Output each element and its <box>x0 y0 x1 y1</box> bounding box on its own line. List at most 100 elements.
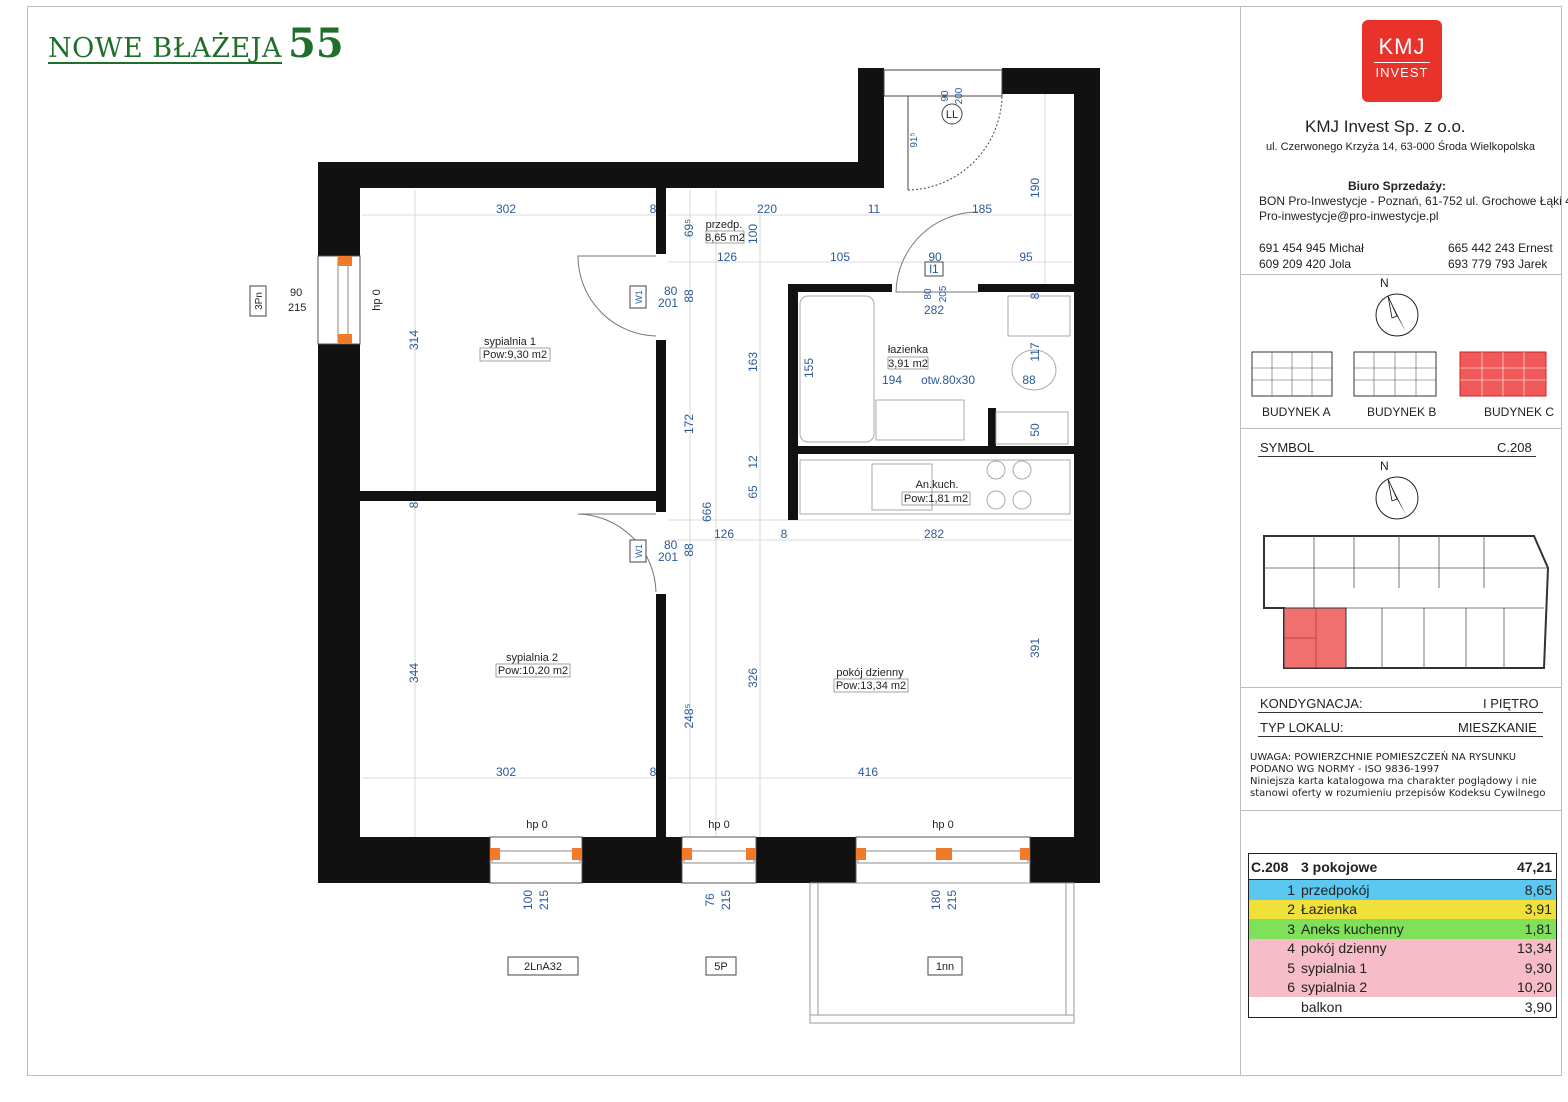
living-name: pokój dzienny <box>836 667 904 679</box>
building-c-label: BUDYNEK C <box>1484 405 1555 419</box>
building-b-label: BUDYNEK B <box>1367 405 1437 419</box>
dim-8-bath: 8 <box>1028 292 1042 299</box>
building-thumbnails <box>1251 351 1547 397</box>
row-no: 3 <box>1287 920 1295 937</box>
row-no: 6 <box>1287 979 1295 996</box>
brand-underline <box>48 62 282 64</box>
brand-number: 55 <box>288 20 344 67</box>
dim-314: 314 <box>407 330 421 350</box>
floor-underline <box>1258 712 1543 713</box>
key-plan <box>1263 535 1550 669</box>
row-area: 1,81 <box>1524 920 1552 937</box>
row-area: 3,91 <box>1524 901 1552 918</box>
window-left-height: 215 <box>288 302 306 314</box>
phone-ernest: 665 442 243 Ernest <box>1448 241 1553 255</box>
brand-name: NOWE BŁAŻEJA <box>48 33 282 64</box>
door2-width: 80 <box>664 538 678 552</box>
door-w1-b: W1 <box>634 544 644 558</box>
page-frame <box>27 6 1562 1076</box>
dim-163: 163 <box>746 352 760 372</box>
dim-126-b: 126 <box>714 527 734 541</box>
area-table-row: 2 Łazienka 3,91 <box>1249 899 1556 919</box>
row-name: Łazienka <box>1301 901 1358 918</box>
dim-185: 185 <box>972 202 992 216</box>
dim-l1: l1 <box>929 262 939 276</box>
entrance-door <box>883 69 1003 191</box>
sales-office: BON Pro-Inwestycje - Poznań, 61-752 ul. … <box>1259 194 1568 208</box>
dim-50: 50 <box>1028 423 1042 437</box>
door-height: 200 <box>954 87 965 104</box>
window2-hp: hp 0 <box>708 819 729 831</box>
window1-width: 100 <box>521 890 535 910</box>
window1-tag: 2LnA32 <box>524 961 562 973</box>
window-left-type: 3Pn <box>254 292 265 310</box>
notice-line-3: Niniejsza karta katalogowa ma charakter … <box>1250 776 1537 787</box>
bedroom2-area: Pow:10,20 m2 <box>498 665 568 677</box>
row-no: 5 <box>1287 959 1295 976</box>
phone-jarek: 693 779 793 Jarek <box>1448 257 1548 271</box>
row-area: 8,65 <box>1524 881 1552 898</box>
dim-80-bath: 80 <box>923 288 934 300</box>
unit-type-label: TYP LOKALU: <box>1260 720 1344 735</box>
bedroom1-name: sypialnia 1 <box>484 336 536 348</box>
outer-walls <box>318 68 1100 883</box>
window3-height: 215 <box>945 890 959 910</box>
header-total: 47,21 <box>1516 858 1552 875</box>
window2-height: 215 <box>719 890 733 910</box>
dim-190: 190 <box>1028 178 1042 198</box>
hall-name: przedp. <box>706 219 743 231</box>
dim-416: 416 <box>858 765 878 779</box>
floor-plan: sypialnia 1 Pow:9,30 m2 sypialnia 2 Pow:… <box>249 68 1100 1024</box>
symbol-value: C.208 <box>1497 440 1532 455</box>
header-code: C.208 <box>1251 858 1289 875</box>
bath-note: otw.80x30 <box>921 373 975 387</box>
dim-172: 172 <box>682 414 696 434</box>
header-rooms: 3 pokojowe <box>1301 858 1378 875</box>
row-no: 2 <box>1287 901 1295 918</box>
door-width: 90 <box>940 90 951 102</box>
dim-8-mid: 8 <box>781 527 788 541</box>
bedroom1-area: Pow:9,30 m2 <box>483 349 547 361</box>
row-name: sypialnia 2 <box>1301 979 1368 996</box>
window2-tag: 5P <box>714 961 727 973</box>
dim-282-b: 282 <box>924 527 944 541</box>
row-name: przedpokój <box>1301 881 1370 898</box>
window-left-width: 90 <box>290 287 302 299</box>
windows <box>317 255 1031 884</box>
kmj-logo: KMJ INVEST <box>1362 20 1442 102</box>
dim-117: 117 <box>1028 342 1042 361</box>
divider-1 <box>1240 274 1562 275</box>
compass-n-label-2: N <box>1380 459 1389 473</box>
dim-69-5: 69⁵ <box>682 219 696 237</box>
inner-walls <box>360 70 1074 840</box>
dim-282-a: 282 <box>924 303 944 317</box>
sales-email: Pro-inwestycje@pro-inwestycje.pl <box>1259 209 1439 223</box>
divider-4 <box>1240 810 1562 811</box>
dim-88-a: 88 <box>682 289 696 303</box>
dimension-lines <box>362 80 1072 840</box>
phone-michal: 691 454 945 Michał <box>1259 241 1364 255</box>
dim-105: 105 <box>830 250 850 264</box>
dim-302-bottom: 302 <box>496 765 516 779</box>
bath-area: 3,91 m2 <box>888 358 928 370</box>
row-no: 4 <box>1287 940 1295 957</box>
logo-top: KMJ <box>1378 34 1426 59</box>
row-area: 3,90 <box>1524 998 1552 1015</box>
kitchen-area: Pow:1,81 m2 <box>904 493 968 505</box>
dim-220: 220 <box>757 202 777 216</box>
dim-95: 95 <box>1019 250 1033 264</box>
window2-width: 76 <box>703 893 717 907</box>
notice-line-1: UWAGA: POWIERZCHNIE POMIESZCZEŃ NA RYSUN… <box>1250 752 1517 763</box>
dim-88-bath: 88 <box>1022 373 1036 387</box>
notice-line-2: PODANO WG NORMY - ISO 9836-1997 <box>1250 764 1440 775</box>
window3-tag: 1nn <box>936 961 954 973</box>
dim-11: 11 <box>868 202 881 216</box>
dim-8-top: 8 <box>650 202 657 216</box>
bath-name: łazienka <box>888 344 929 356</box>
